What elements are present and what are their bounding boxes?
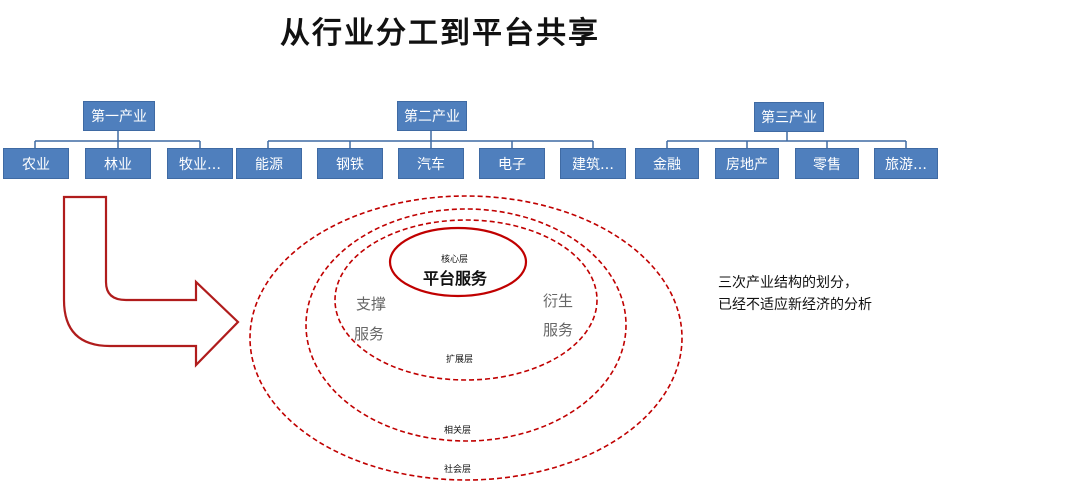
industry-label: 房地产 bbox=[726, 156, 768, 173]
industry-label: 金融 bbox=[653, 156, 681, 173]
side-note: 三次产业结构的划分， 已经不适应新经济的分析 bbox=[718, 272, 872, 316]
page-title: 从行业分工到平台共享 bbox=[280, 16, 600, 51]
industry-box: 零售 bbox=[795, 148, 859, 179]
derived-services-line2: 服务 bbox=[543, 321, 574, 339]
sector-3-label: 第三产业 bbox=[761, 110, 817, 126]
sector-3-box: 第三产业 bbox=[754, 102, 824, 132]
derived-services-line1: 衍生 bbox=[543, 292, 574, 310]
sector-2-label: 第二产业 bbox=[404, 109, 460, 125]
industry-label: 能源 bbox=[255, 156, 283, 173]
industry-box: 房地产 bbox=[715, 148, 779, 179]
sector-2-connectors bbox=[267, 130, 594, 148]
related-layer-label: 相关层 bbox=[444, 426, 472, 436]
industry-box: 建筑… bbox=[560, 148, 626, 179]
industry-label: 农业 bbox=[22, 156, 50, 173]
extension-layer-label: 扩展层 bbox=[446, 355, 474, 365]
core-layer-tag: 核心层 bbox=[441, 255, 469, 265]
industry-box: 林业 bbox=[85, 148, 151, 179]
social-layer-ring bbox=[249, 195, 683, 481]
bent-arrow bbox=[62, 195, 240, 368]
side-note-line1: 三次产业结构的划分， bbox=[718, 275, 858, 291]
sector-1-box: 第一产业 bbox=[83, 101, 155, 131]
industry-label: 旅游… bbox=[885, 156, 927, 173]
industry-box: 金融 bbox=[635, 148, 699, 179]
support-services-line2: 服务 bbox=[354, 325, 385, 343]
support-services-line1: 支撑 bbox=[356, 295, 387, 313]
industry-box: 农业 bbox=[3, 148, 69, 179]
industry-box: 电子 bbox=[479, 148, 545, 179]
industry-label: 牧业… bbox=[179, 156, 221, 173]
industry-box: 牧业… bbox=[167, 148, 233, 179]
industry-box: 钢铁 bbox=[317, 148, 383, 179]
industry-box: 旅游… bbox=[874, 148, 938, 179]
industry-label: 林业 bbox=[104, 156, 132, 173]
related-layer-ring bbox=[305, 208, 627, 442]
industry-label: 电子 bbox=[498, 156, 526, 173]
industry-label: 零售 bbox=[813, 156, 841, 173]
extension-layer-ring bbox=[334, 219, 598, 381]
sector-1-connectors bbox=[34, 130, 201, 148]
industry-label: 汽车 bbox=[417, 156, 445, 173]
sector-3-connectors bbox=[666, 132, 907, 148]
industry-label: 建筑… bbox=[572, 156, 614, 173]
sector-1-label: 第一产业 bbox=[91, 109, 147, 125]
side-note-line2: 已经不适应新经济的分析 bbox=[718, 297, 872, 313]
social-layer-label: 社会层 bbox=[444, 465, 472, 475]
industry-box: 能源 bbox=[236, 148, 302, 179]
sector-2-box: 第二产业 bbox=[397, 101, 467, 131]
core-layer-ring bbox=[388, 226, 528, 298]
industry-label: 钢铁 bbox=[336, 156, 364, 173]
core-layer-label: 平台服务 bbox=[423, 269, 488, 288]
industry-box: 汽车 bbox=[398, 148, 464, 179]
